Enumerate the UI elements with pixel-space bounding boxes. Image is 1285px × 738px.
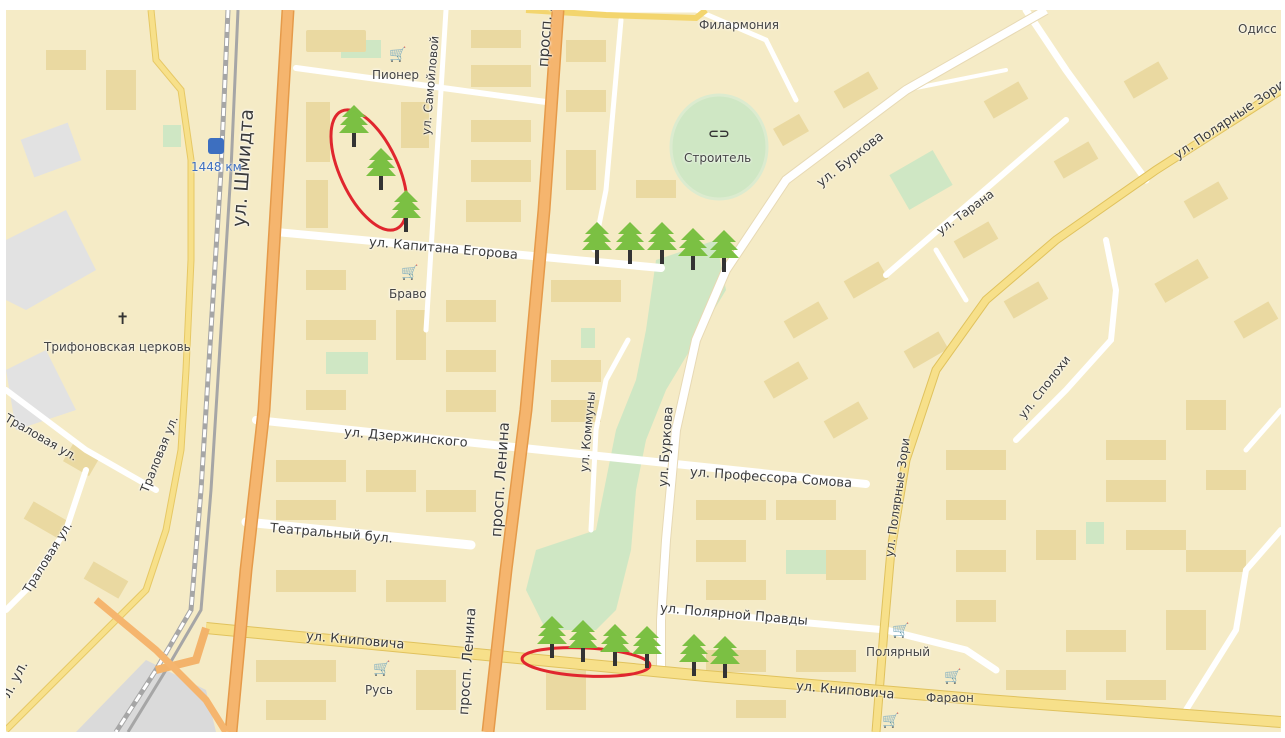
poi-label-polyarny[interactable]: Полярный bbox=[866, 645, 930, 659]
tree-icon bbox=[647, 222, 677, 264]
poi-label-rus[interactable]: Русь bbox=[365, 683, 394, 697]
tree-icon bbox=[632, 626, 662, 668]
stadium-icon[interactable]: ⊂⊃ bbox=[708, 127, 730, 142]
tree-icon bbox=[537, 616, 567, 658]
shop-cart-icon[interactable]: 🛒 bbox=[389, 47, 407, 63]
building-blocks bbox=[23, 30, 1279, 720]
map-viewport[interactable]: ул. Шмидта ул. Капитана Егорова ул. Само… bbox=[6, 10, 1281, 732]
shop-cart-icon[interactable]: 🛒 bbox=[373, 661, 391, 677]
poi-label-bravo[interactable]: Браво bbox=[389, 287, 427, 301]
shop-cart-icon[interactable]: 🛒 bbox=[401, 265, 419, 281]
west-orange-link bbox=[93, 597, 229, 732]
tree-icon bbox=[600, 624, 630, 666]
tree-icon bbox=[710, 636, 740, 678]
stadium-field bbox=[669, 93, 769, 201]
poi-label-odiss[interactable]: Одисс bbox=[1238, 22, 1277, 36]
schmidta-street bbox=[226, 10, 293, 732]
poi-label-filarmoniya[interactable]: Филармония bbox=[699, 18, 780, 32]
tree-icon bbox=[678, 228, 708, 270]
poi-label-trifonovskaya[interactable]: Трифоновская церковь bbox=[44, 340, 191, 354]
shop-cart-icon[interactable]: 🛒 bbox=[882, 713, 900, 729]
train-station-icon[interactable] bbox=[208, 138, 224, 154]
west-yellow-road bbox=[6, 10, 194, 732]
polyarnye-zori-street bbox=[872, 87, 1281, 732]
burkova-street bbox=[657, 10, 1048, 670]
tree-icon bbox=[391, 190, 421, 232]
poi-label-station[interactable]: 1448 км bbox=[191, 160, 242, 174]
map-canvas[interactable] bbox=[6, 10, 1281, 732]
church-cross-icon[interactable]: ✝ bbox=[116, 309, 130, 328]
poi-label-stroitel[interactable]: Строитель bbox=[684, 151, 752, 165]
street-label-lenina-top: просп. Ле bbox=[534, 10, 558, 68]
tree-icon bbox=[568, 620, 598, 662]
poi-label-pioner[interactable]: Пионер bbox=[372, 68, 420, 82]
red-ellipse-marker-knipovicha bbox=[520, 646, 652, 678]
lenina-street bbox=[483, 10, 563, 732]
park-areas bbox=[163, 40, 1104, 630]
top-yellow-road bbox=[525, 10, 708, 22]
tree-icon bbox=[709, 230, 739, 272]
tree-icon bbox=[339, 105, 369, 147]
knipovicha-street bbox=[205, 623, 1281, 727]
tree-icon bbox=[582, 222, 612, 264]
shop-cart-icon[interactable]: 🛒 bbox=[892, 623, 910, 639]
industrial-zone bbox=[6, 122, 96, 430]
poi-label-faraon[interactable]: Фараон bbox=[926, 691, 974, 705]
tree-icon bbox=[679, 634, 709, 676]
tree-icon bbox=[366, 148, 396, 190]
red-ellipse-marker-pioner bbox=[329, 108, 409, 232]
shop-cart-icon[interactable]: 🛒 bbox=[944, 669, 962, 685]
tree-icon bbox=[615, 222, 645, 264]
